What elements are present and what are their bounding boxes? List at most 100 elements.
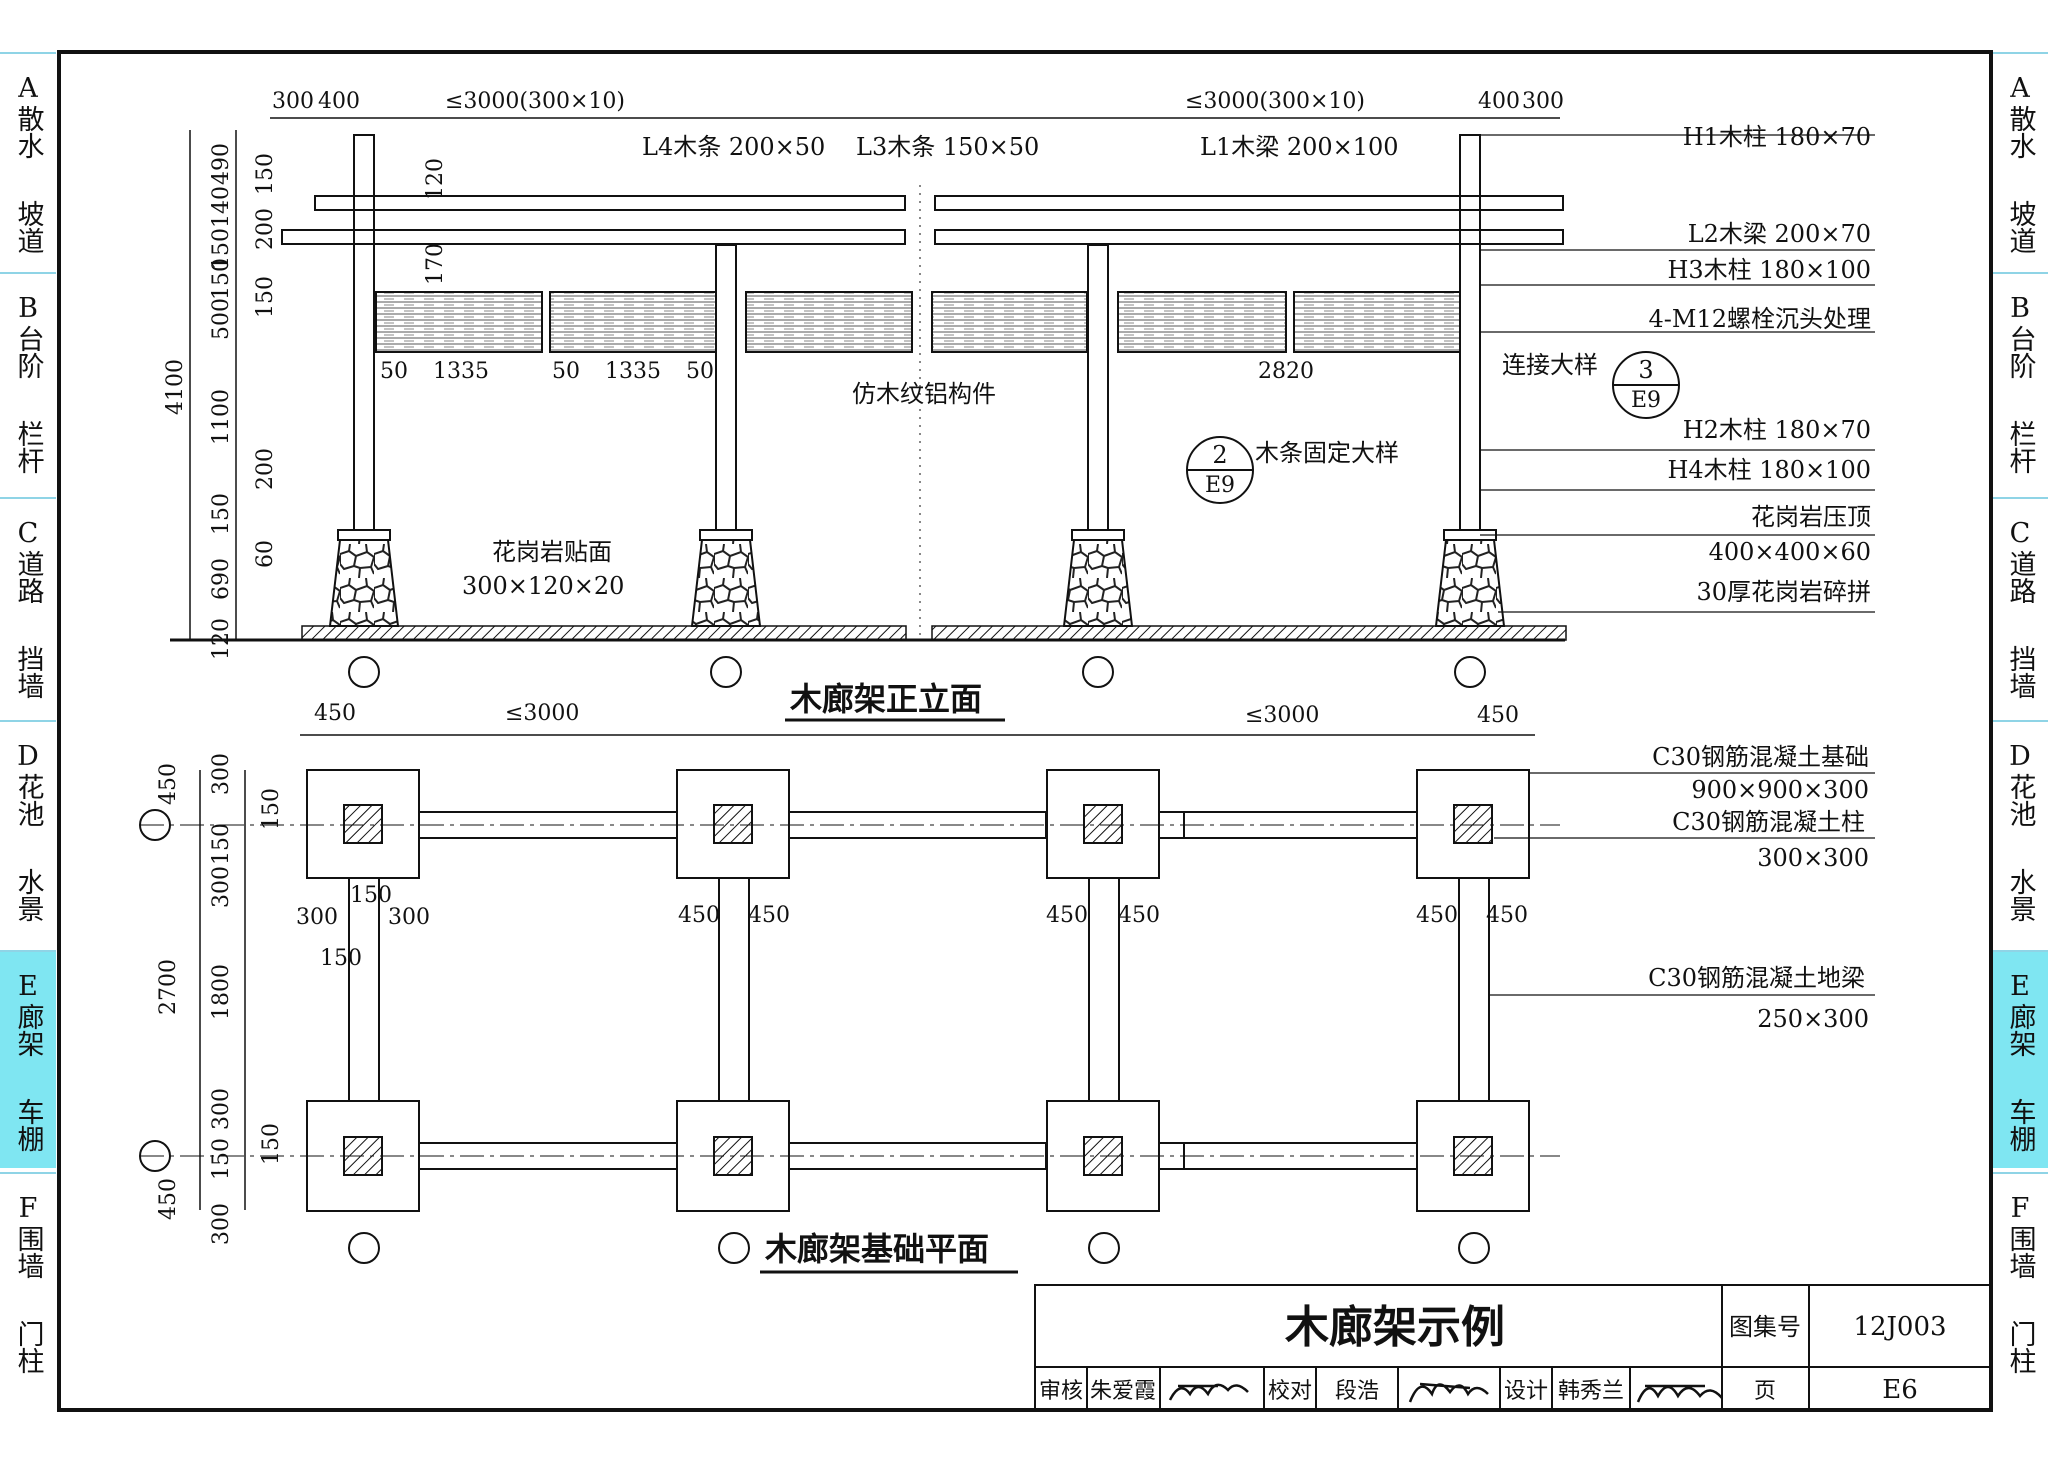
dim-span-1: ≤3000(300×10)	[445, 89, 625, 114]
dim-inner-150: 150	[253, 153, 278, 195]
dim-inner-200: 200	[253, 208, 278, 250]
plan-mid-450a: 450	[678, 903, 720, 928]
elevation-title: 木廊架正立面	[789, 680, 982, 718]
label-bolt: 4-M12螺栓沉头处理	[1649, 305, 1872, 333]
plan-left-450a: 450	[156, 763, 181, 805]
label-column: C30钢筋混凝土柱	[1672, 808, 1865, 836]
label-granite-chip: 30厚花岗岩碎拼	[1696, 578, 1871, 606]
plan-dim-3000b: ≤3000	[1245, 703, 1319, 728]
dim-left-500: 500	[209, 298, 234, 340]
detail-ref-3-sheet: E9	[1631, 388, 1661, 413]
plan-left-300c: 300	[209, 1088, 234, 1130]
label-granite-cap: 花岗岩压顶	[1751, 503, 1871, 531]
label-footing-size: 900×900×300	[1691, 776, 1869, 804]
label-detail3: 连接大样	[1502, 351, 1598, 379]
plan-labels: C30钢筋混凝土基础 900×900×300 C30钢筋混凝土柱 300×300…	[1648, 743, 1869, 1033]
check-label: 校对	[1268, 1379, 1312, 1404]
sheet-border	[57, 50, 1993, 1412]
label-h2: H2木柱 180×70	[1683, 416, 1871, 444]
plan-dim-450b: 450	[1477, 703, 1519, 728]
dim-left-690: 690	[209, 558, 234, 600]
elevation-view	[170, 117, 1875, 688]
dim-left-490: 490	[209, 143, 234, 185]
dim-400: 400	[318, 89, 360, 114]
label-l4: L4木条 200×50	[642, 133, 825, 161]
label-l2: L2木梁 200×70	[1688, 220, 1871, 248]
plan-mid-150a: 150	[350, 883, 392, 908]
detail-ref-2[interactable]	[1186, 436, 1254, 504]
dim-inner-150b: 150	[253, 276, 278, 318]
reviewer-signature	[1168, 1383, 1249, 1401]
label-h1: H1木柱 180×70	[1683, 123, 1871, 151]
plan-left-150b: 150	[209, 823, 234, 865]
detail-ref-2-num: 2	[1212, 441, 1227, 469]
label-h4: H4木柱 180×100	[1667, 456, 1871, 484]
label-l3: L3木条 150×50	[856, 133, 1039, 161]
plan-left-150c: 150	[209, 1138, 234, 1180]
label-footing: C30钢筋混凝土基础	[1652, 743, 1869, 771]
dim-bottom-1335a: 1335	[433, 359, 489, 384]
plan-left-300a: 300	[209, 753, 234, 795]
dim-inner-120: 120	[423, 158, 448, 200]
plan-left-450b: 450	[156, 1178, 181, 1220]
label-l1: L1木梁 200×100	[1200, 133, 1399, 161]
page-number: E6	[1882, 1375, 1918, 1405]
plan-left-150a: 150	[259, 788, 284, 830]
review-label: 审核	[1039, 1379, 1083, 1404]
drawing-title: 木廊架示例	[1285, 1302, 1505, 1353]
dim-bottom-50c: 50	[686, 359, 714, 384]
dim-bottom-1335b: 1335	[605, 359, 661, 384]
plan-mid-450d: 450	[1118, 903, 1160, 928]
plan-left-150d: 150	[259, 1123, 284, 1165]
dim-left-150c: 150	[209, 493, 234, 535]
reviewer-name: 朱爱霞	[1090, 1379, 1156, 1404]
plan-mid-150b: 150	[320, 946, 362, 971]
label-alu: 仿木纹铝构件	[852, 380, 996, 408]
plan-dim-450a: 450	[314, 701, 356, 726]
checker-signature	[1408, 1382, 1489, 1403]
checker-name: 段浩	[1335, 1379, 1379, 1404]
page-label: 页	[1754, 1379, 1776, 1404]
dim-400r: 400	[1478, 89, 1520, 114]
dim-span-2: ≤3000(300×10)	[1185, 89, 1365, 114]
label-h3: H3木柱 180×100	[1667, 256, 1871, 284]
dim-inner-60: 60	[253, 540, 278, 568]
dim-left-120: 120	[209, 618, 234, 660]
dim-bottom-50b: 50	[552, 359, 580, 384]
dim-bottom-50a: 50	[380, 359, 408, 384]
label-granite-face-size: 300×120×20	[462, 572, 624, 600]
plan-title: 木廊架基础平面	[764, 1230, 989, 1268]
dim-left-150b: 150	[209, 258, 234, 300]
plan-mid-300b: 300	[388, 905, 430, 930]
detail-ref-3[interactable]	[1612, 351, 1680, 419]
designer-name: 韩秀兰	[1558, 1379, 1624, 1404]
plan-left-300d: 300	[209, 1203, 234, 1245]
dim-left-4100: 4100	[163, 359, 188, 415]
plan-mid-300a: 300	[296, 905, 338, 930]
